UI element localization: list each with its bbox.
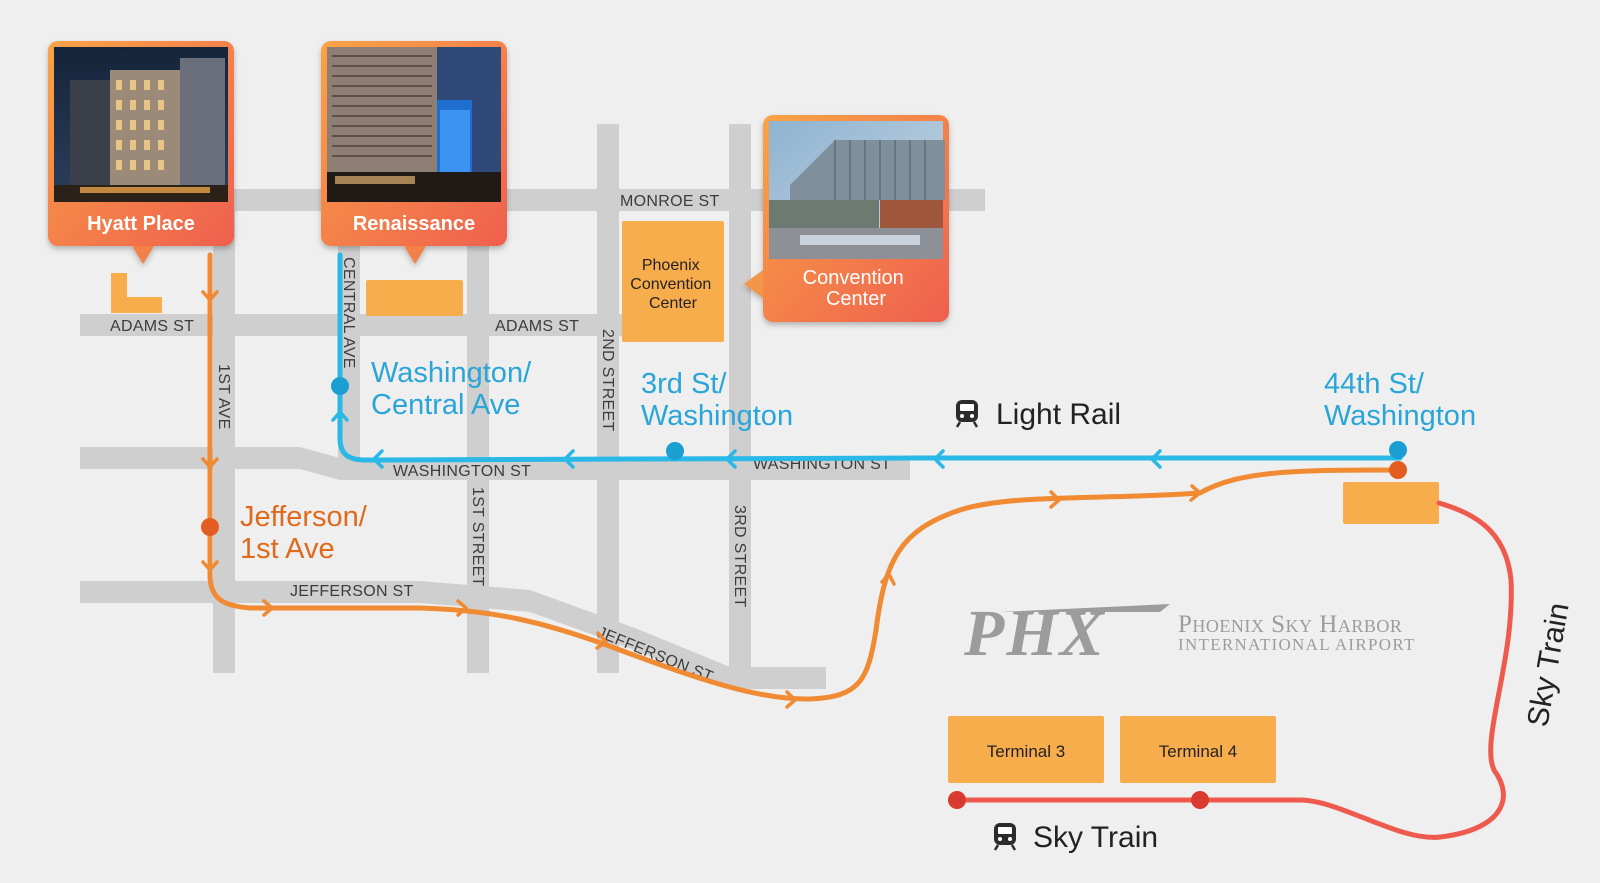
first-street-label: 1ST STREET [469, 487, 486, 587]
jefferson-street [80, 581, 826, 689]
station-dots [201, 377, 1407, 809]
arrow [1189, 484, 1202, 502]
hyatt-place-label: Hyatt Place [87, 213, 195, 235]
third-street [729, 124, 751, 673]
second-street-label: 2ND STREET [599, 329, 616, 432]
monroe-street [80, 189, 985, 211]
terminal-3-label: Terminal 3 [987, 742, 1065, 761]
central-ave-street [338, 200, 360, 460]
terminal-3-building [948, 716, 1104, 783]
station-label-3rd-washington: 3rd St/ Washington [641, 368, 793, 432]
adams-st-label-east: ADAMS ST [495, 318, 579, 335]
convention-center-label: Phoenix Convention Center [630, 257, 715, 312]
light-rail-legend: Light Rail [955, 398, 1121, 431]
arrow [880, 572, 896, 586]
station-label-washington-central: Washington/ Central Ave [371, 357, 539, 421]
station-44th-building [1343, 482, 1439, 524]
sky-train-line [954, 500, 1514, 840]
first-ave-street [213, 200, 235, 673]
airport-name-line1: Phoenix Sky Harbor [1178, 611, 1402, 638]
arrow [595, 631, 608, 650]
sky-train-line-label: Sky Train [1521, 600, 1575, 729]
station-dot-washington-central [331, 377, 349, 395]
arrow [331, 410, 349, 422]
second-street [597, 124, 619, 673]
washington-st-label-west: WASHINGTON ST [393, 463, 531, 480]
station-dot-3rd-washington [666, 442, 684, 460]
station-label-jefferson-first: Jefferson/ 1st Ave [240, 501, 375, 565]
washington-street [80, 447, 910, 480]
arrow [201, 457, 219, 469]
arrow [1150, 449, 1162, 469]
station-dot-jefferson-first [201, 518, 219, 536]
arrow [201, 290, 219, 302]
terminal-4-label: Terminal 4 [1159, 742, 1237, 761]
arrow [933, 449, 945, 469]
renaissance-photo [327, 47, 501, 202]
convention-center-photo [769, 121, 945, 259]
hyatt-building [111, 273, 162, 313]
station-label-44th-washington: 44th St/ Washington [1324, 368, 1476, 432]
arrow [201, 560, 219, 572]
renaissance-building [366, 280, 463, 316]
hyatt-place-photo [54, 47, 228, 202]
sky-train-legend-label: Sky Train [1033, 821, 1158, 854]
monroe-st-label: MONROE ST [620, 193, 720, 210]
train-icon [955, 400, 979, 428]
convention-center-building [622, 221, 724, 342]
light-rail-legend-label: Light Rail [996, 398, 1121, 431]
arrow [563, 449, 575, 469]
arrow [785, 690, 797, 709]
arrow [1049, 490, 1061, 509]
central-ave-label: CENTRAL AVE [340, 257, 357, 369]
station-dot-44th-sky-train [1389, 461, 1407, 479]
direction-arrows [201, 290, 1202, 709]
station-dot-terminal-4 [1191, 791, 1209, 809]
third-street-label: 3RD STREET [731, 505, 748, 608]
sky-train-legend: Sky Train [993, 821, 1158, 854]
terminal-4-building [1120, 716, 1276, 783]
airport-name-line2: INTERNATIONAL AIRPORT [1178, 635, 1416, 654]
first-ave-label: 1ST AVE [215, 364, 232, 430]
buildings: Phoenix Convention Center Terminal 3 Ter… [111, 221, 1439, 783]
convention-center-card-label: Convention Center [803, 267, 910, 310]
jefferson-st-label-west: JEFFERSON ST [290, 583, 414, 600]
light-rail-line [337, 252, 1403, 463]
street-grid [80, 124, 985, 689]
arrow [372, 449, 384, 469]
phx-logo-text: PHX [963, 597, 1106, 670]
station-dot-44th-light-rail [1389, 441, 1407, 459]
arrow [456, 599, 468, 617]
arrow [725, 449, 737, 469]
station-dot-terminal-3 [948, 791, 966, 809]
jefferson-route [207, 252, 1403, 702]
first-street [467, 200, 489, 673]
arrow [262, 599, 274, 617]
train-icon [993, 823, 1017, 851]
adams-street [80, 314, 720, 336]
renaissance-label: Renaissance [353, 213, 475, 235]
phx-logo-swoosh [1000, 604, 1170, 612]
adams-st-label-west: ADAMS ST [110, 318, 194, 335]
airport-logo: PHX Phoenix Sky Harbor INTERNATIONAL AIR… [963, 597, 1416, 670]
